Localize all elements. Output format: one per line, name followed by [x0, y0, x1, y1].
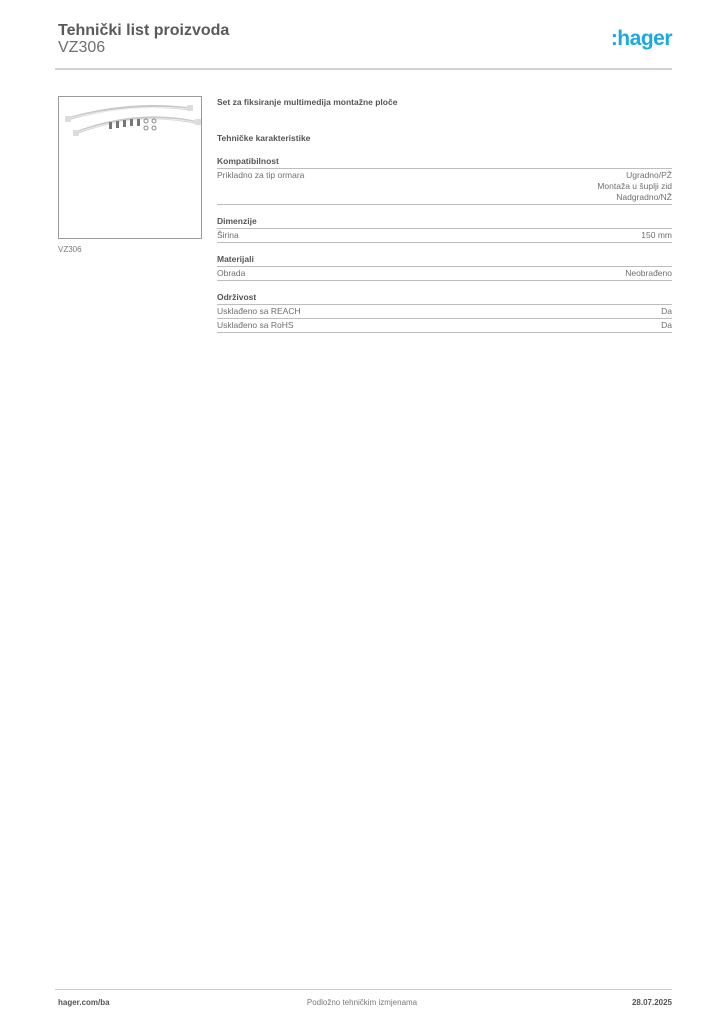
group-dimensions: Dimenzije Širina 150 mm: [217, 215, 672, 243]
spec-row: Obrada Neobrađeno: [217, 267, 672, 281]
footer-date: 28.07.2025: [631, 998, 672, 1007]
footer-website-link[interactable]: hager.com/ba: [58, 998, 110, 1007]
group-materials: Materijali Obrada Neobrađeno: [217, 253, 672, 281]
product-description: Set za fiksiranje multimedija montažne p…: [217, 97, 398, 107]
product-image: [58, 96, 202, 239]
spec-row: Prikladno za tip ormara Ugradno/PŽ Monta…: [217, 169, 672, 205]
footer-notice: Podložno tehničkim izmjenama: [306, 998, 418, 1007]
spec-value: Da: [661, 306, 672, 316]
group-compatibility: Kompatibilnost Prikladno za tip ormara U…: [217, 155, 672, 205]
spec-value: Da: [661, 320, 672, 330]
spec-label: Usklađeno sa RoHS: [217, 320, 294, 330]
spec-label: Širina: [217, 230, 239, 240]
section-title: Tehničke karakteristike: [217, 133, 311, 143]
product-details: Set za fiksiranje multimedija montažne p…: [217, 96, 672, 343]
spec-row: Širina 150 mm: [217, 229, 672, 243]
spec-row: Usklađeno sa REACH Da: [217, 305, 672, 319]
group-title: Materijali: [217, 253, 672, 267]
spec-value-line: Montaža u šuplji zid: [597, 181, 672, 191]
group-title: Održivost: [217, 291, 672, 305]
spec-label: Prikladno za tip ormara: [217, 170, 305, 180]
spec-value: 150 mm: [641, 230, 672, 240]
hager-logo: :hager: [610, 27, 673, 50]
spec-label: Usklađeno sa REACH: [217, 306, 301, 316]
spec-value: Neobrađeno: [625, 268, 672, 278]
image-caption: VZ306: [58, 245, 82, 254]
group-title: Dimenzije: [217, 215, 672, 229]
footer-divider: [55, 989, 672, 990]
group-title: Kompatibilnost: [217, 155, 672, 169]
product-code: VZ306: [58, 39, 106, 56]
spec-value: Ugradno/PŽ Montaža u šuplji zid Nadgradn…: [597, 170, 672, 203]
header-divider: [55, 68, 672, 70]
page-title: Tehnički list proizvoda: [58, 22, 230, 39]
spec-label: Obrada: [217, 268, 246, 278]
group-sustainability: Održivost Usklađeno sa REACH Da Usklađen…: [217, 291, 672, 333]
spec-value-line: Nadgradno/NŽ: [616, 192, 672, 202]
spec-row: Usklađeno sa RoHS Da: [217, 319, 672, 333]
mounting-rails-and-screws-photo-icon: [65, 105, 201, 136]
spec-value-line: Ugradno/PŽ: [626, 170, 672, 180]
